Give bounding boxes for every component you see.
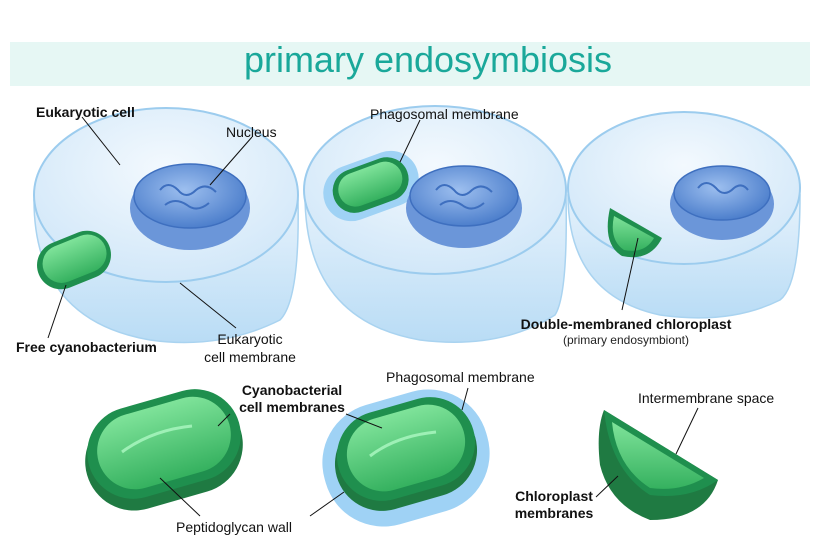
free-cyanobacterium xyxy=(37,230,111,290)
label-peptidoglycan-wall: Peptidoglycan wall xyxy=(176,519,292,535)
label-eukaryotic-cell: Eukaryotic cell xyxy=(36,104,135,120)
label-chloroplast-membranes-1: Chloroplast xyxy=(515,488,593,504)
label-intermembrane-space: Intermembrane space xyxy=(638,390,774,406)
label-double-membraned-chloroplast: Double-membraned chloroplast xyxy=(521,316,732,332)
nucleus-3 xyxy=(670,165,774,240)
label-nucleus: Nucleus xyxy=(226,124,277,140)
phagosome-top xyxy=(323,150,419,222)
label-cyanobacterial-1: Cyanobacterial xyxy=(242,382,342,398)
nucleus-1 xyxy=(130,163,250,250)
chloroplast-large xyxy=(598,410,718,520)
label-primary-endosymbiont: (primary endosymbiont) xyxy=(563,333,689,347)
label-cyanobacterial-2: cell membranes xyxy=(239,399,345,415)
label-phagosomal-membrane-bottom: Phagosomal membrane xyxy=(386,369,535,385)
label-eukaryotic-membrane-2: cell membrane xyxy=(204,349,296,365)
chloroplast-in-cell xyxy=(607,208,662,258)
page-title: primary endosymbiosis xyxy=(244,39,612,80)
leader-lines xyxy=(47,116,699,517)
cyanobacterium-large xyxy=(85,389,243,511)
title-band xyxy=(10,42,810,86)
label-phagosomal-membrane-top: Phagosomal membrane xyxy=(370,106,519,122)
label-free-cyanobacterium: Free cyanobacterium xyxy=(16,339,157,355)
label-eukaryotic-membrane-1: Eukaryotic xyxy=(217,331,282,347)
nucleus-2 xyxy=(406,165,522,248)
label-chloroplast-membranes-2: membranes xyxy=(515,505,594,521)
